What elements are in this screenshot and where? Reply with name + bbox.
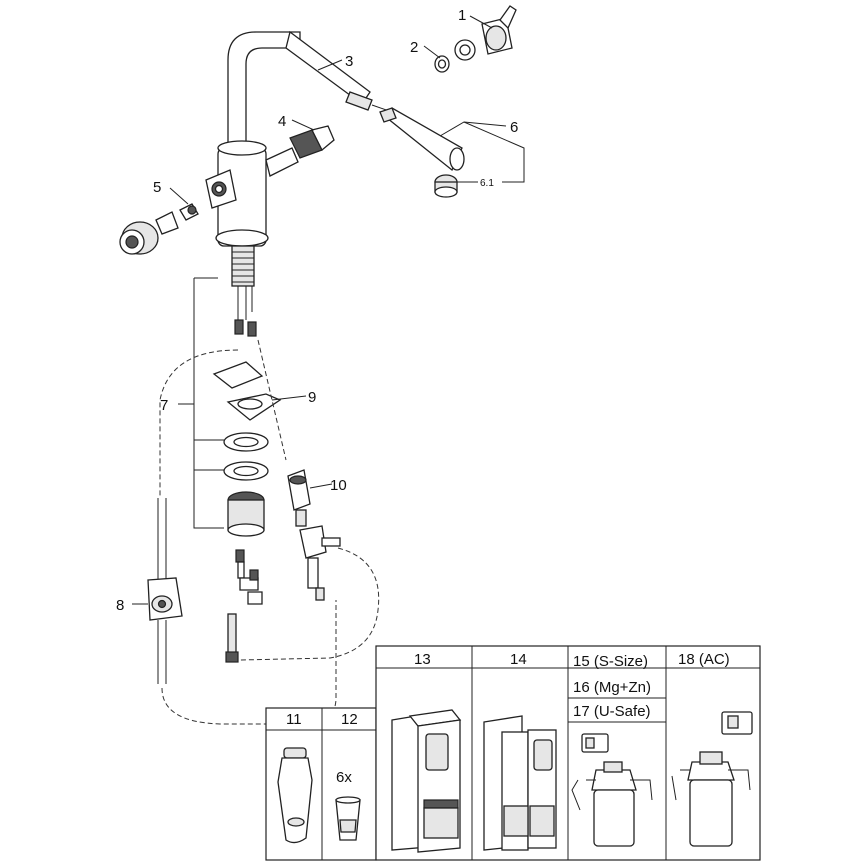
part-5-fittings [119, 203, 199, 255]
callout-6: 6 [510, 119, 518, 136]
ac-filter-illustration [671, 711, 753, 847]
callout-4: 4 [278, 113, 286, 130]
filter-cartridge-illustration [571, 733, 653, 847]
callout-6-1: 6.1 [480, 178, 494, 189]
box-label-12: 12 [341, 711, 358, 728]
callout-1: 1 [458, 7, 466, 24]
glass-illustration [335, 796, 361, 841]
part-7-mounting-set [178, 277, 282, 663]
callout-3: 3 [345, 53, 353, 70]
leader-lines [132, 15, 525, 605]
bottle-illustration [277, 747, 313, 844]
callout-9: 9 [308, 389, 316, 406]
callout-8: 8 [116, 597, 124, 614]
box-label-18: 18 (AC) [678, 651, 730, 668]
callout-2: 2 [410, 39, 418, 56]
box-label-12-quantity: 6x [336, 769, 352, 786]
part-1-lever [481, 5, 517, 55]
box-label-17: 17 (U-Safe) [573, 703, 651, 720]
part-10-connector [287, 469, 341, 601]
box-label-15: 15 (S-Size) [573, 653, 648, 670]
box-label-16: 16 (Mg+Zn) [573, 679, 651, 696]
callout-10: 10 [330, 477, 347, 494]
part-8-filter-head [147, 498, 183, 684]
callout-5: 5 [153, 179, 161, 196]
callout-7: 7 [160, 397, 168, 414]
box-label-11: 11 [286, 711, 302, 728]
box-label-13: 13 [414, 651, 431, 668]
part-6-spray-head [379, 107, 465, 172]
chiller-unit-illustration [391, 709, 462, 853]
part-6-1-aerator [434, 174, 458, 198]
chiller-filter-unit-illustration [483, 715, 557, 851]
part-2-rings [434, 39, 476, 73]
part-4-cartridge [289, 125, 335, 159]
box-label-14: 14 [510, 651, 527, 668]
faucet-body [205, 30, 371, 337]
part-3-hose-connector [345, 91, 393, 113]
